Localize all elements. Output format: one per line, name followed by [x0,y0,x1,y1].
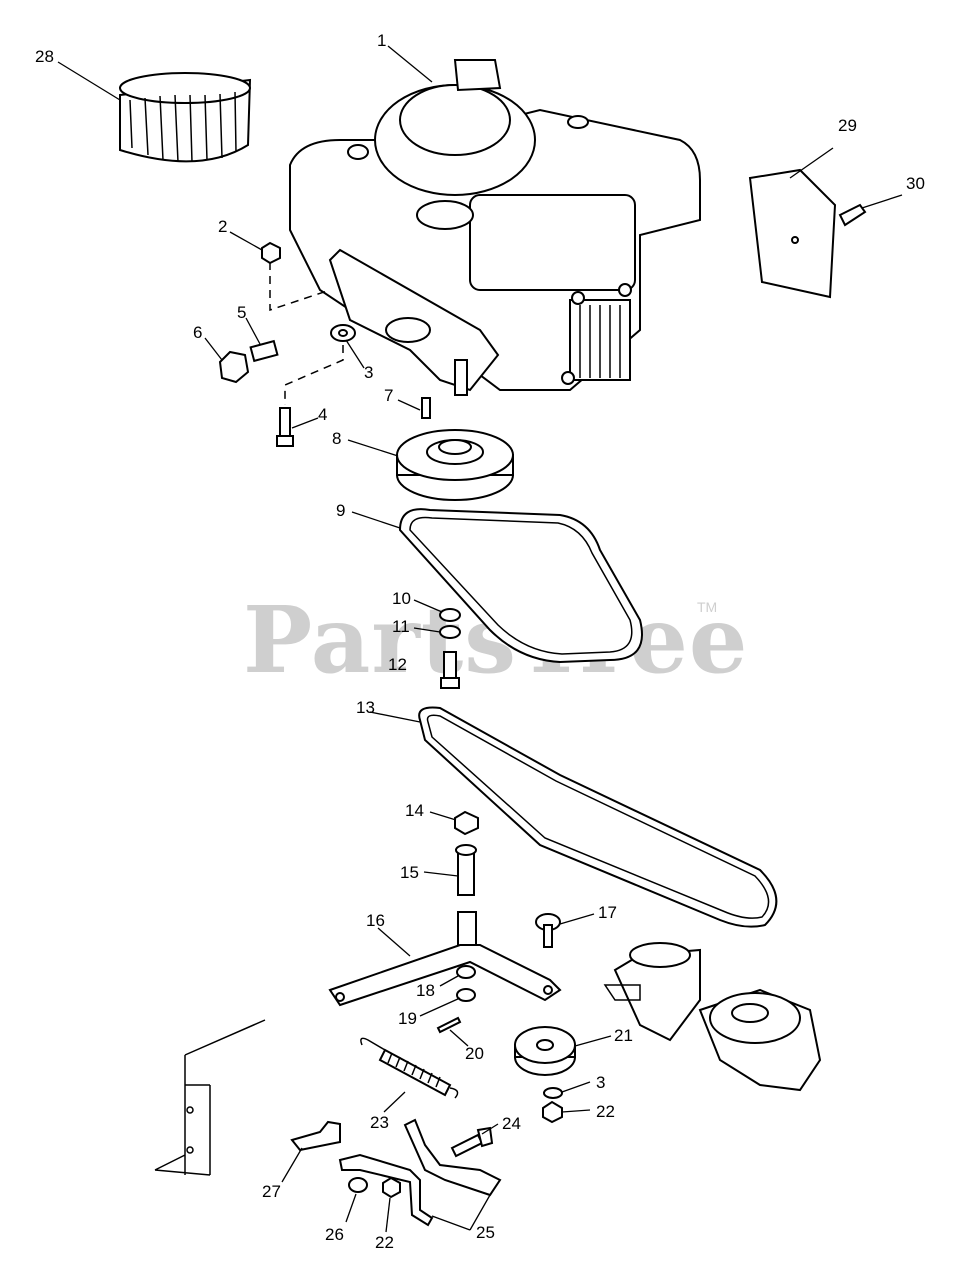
part-13-belt [418,706,778,928]
callout-29: 29 [838,116,857,135]
part-26-nut [348,1177,368,1193]
part-25-bracket [338,1118,502,1227]
part-14-nut [454,810,479,836]
callout-26: 26 [325,1225,344,1244]
callout-11: 11 [392,617,410,636]
part-16-idler-arm [328,911,562,1007]
callout-28: 28 [35,47,54,66]
part-30-screw [838,203,867,227]
part-3-washer-lower [543,1087,563,1099]
part-5-stud [249,339,279,363]
frame-bracket [154,1019,266,1176]
part-28-cone [119,72,252,163]
transmission-assembly [603,942,822,1092]
part-1-engine [289,59,701,396]
callout-3: 3 [364,363,373,382]
callout-4: 4 [318,405,327,424]
part-29-shield [748,168,837,299]
callout-24: 24 [502,1114,521,1133]
part-15-shaft [455,844,477,896]
callout-15: 15 [400,863,419,882]
part-10-washer [439,608,461,622]
part-23-spring [360,1037,459,1099]
part-18-washer [456,965,476,979]
part-4-bolt [276,407,294,447]
callout-22: 22 [375,1233,394,1252]
callout-13: 13 [356,698,375,717]
part-8-pulley [396,429,514,501]
callout-27: 27 [262,1182,281,1201]
callout-16: 16 [366,911,385,930]
callout-23: 23 [370,1113,389,1132]
callout-12: 12 [388,655,407,674]
part-11-washer [439,625,461,639]
part-22-nut [382,1176,401,1199]
callout-7: 7 [384,386,393,405]
part-19-washer [456,988,476,1002]
part-22-nut-lower [542,1100,563,1124]
part-12-bolt [440,651,460,689]
callout-labels: 1 2 3 3 4 5 6 7 8 9 10 11 12 13 14 15 16… [35,31,925,1252]
callout-18: 18 [416,981,435,1000]
callout-8: 8 [332,429,341,448]
callout-3-lower: 3 [596,1073,605,1092]
part-17-bolt [535,913,561,948]
callout-21: 21 [614,1026,633,1045]
part-6-bolt-head [218,350,250,384]
callout-6: 6 [193,323,202,342]
callout-17: 17 [598,903,617,922]
part-27-bracket [290,1120,341,1152]
callout-9: 9 [336,501,345,520]
callout-22-lower: 22 [596,1102,615,1121]
part-21-pulley [514,1026,576,1076]
callout-30: 30 [906,174,925,193]
callout-10: 10 [392,589,411,608]
part-24-bolt [450,1126,494,1158]
callout-2: 2 [218,217,227,236]
callout-14: 14 [405,801,424,820]
leader-lines [57,45,903,1233]
callout-20: 20 [465,1044,484,1063]
watermark-trademark: TM [697,599,717,615]
callout-5: 5 [237,303,246,322]
part-2-nut [261,241,281,265]
part-9-belt [398,508,643,664]
callout-25: 25 [476,1223,495,1242]
part-7-key [421,397,431,419]
part-20-pin [436,1016,462,1034]
callout-19: 19 [398,1009,417,1028]
part-3-washer [330,324,356,342]
callout-1: 1 [377,31,386,50]
